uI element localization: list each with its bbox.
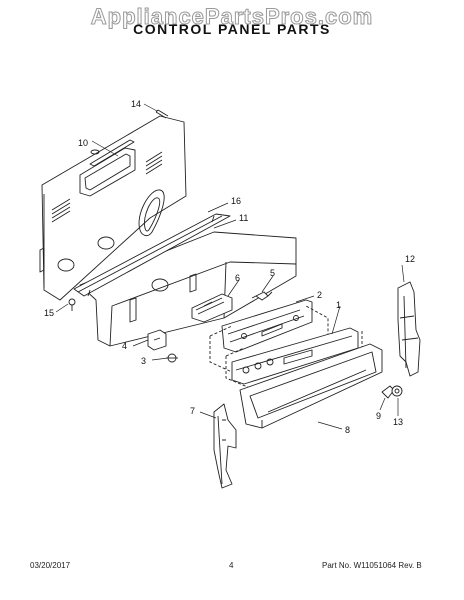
- callout-6: 6: [235, 273, 240, 283]
- callout-11: 11: [239, 213, 248, 223]
- callout-5: 5: [270, 268, 275, 278]
- callout-14: 14: [131, 99, 141, 109]
- control-board-part: [191, 293, 233, 323]
- callout-10: 10: [78, 138, 88, 148]
- screw-part-15: [68, 298, 76, 311]
- control-frame-part: [209, 299, 329, 373]
- leader-lines: [55, 103, 405, 430]
- footer-part-revision: Part No. W11051064 Rev. B: [322, 561, 422, 570]
- callout-9: 9: [376, 411, 381, 421]
- switch-part: [147, 329, 167, 351]
- callout-13: 13: [393, 417, 403, 427]
- callout-16: 16: [231, 196, 241, 206]
- callout-4: 4: [122, 341, 127, 351]
- trim-strip-part: [73, 213, 231, 297]
- callout-12: 12: [405, 254, 415, 264]
- callout-15: 15: [44, 308, 54, 318]
- clip-part-13: [391, 385, 403, 397]
- lower-trim-part: [239, 343, 383, 429]
- site-watermark: AppliancePartsPros.com: [90, 4, 374, 30]
- callout-3: 3: [141, 356, 146, 366]
- lower-control-panel-part: [79, 231, 297, 347]
- callout-7: 7: [190, 406, 195, 416]
- rear-panel-part: [39, 115, 187, 301]
- page-title: CONTROL PANEL PARTS: [133, 21, 331, 37]
- callout-8: 8: [345, 425, 350, 435]
- footer-page-number: 4: [229, 561, 234, 570]
- callout-2: 2: [317, 290, 322, 300]
- footer-date: 03/20/2017: [30, 561, 71, 570]
- left-side-bracket-part: [213, 403, 237, 489]
- callout-1: 1: [336, 300, 341, 310]
- clip-part: [251, 291, 273, 301]
- right-side-bracket-part: [397, 281, 421, 377]
